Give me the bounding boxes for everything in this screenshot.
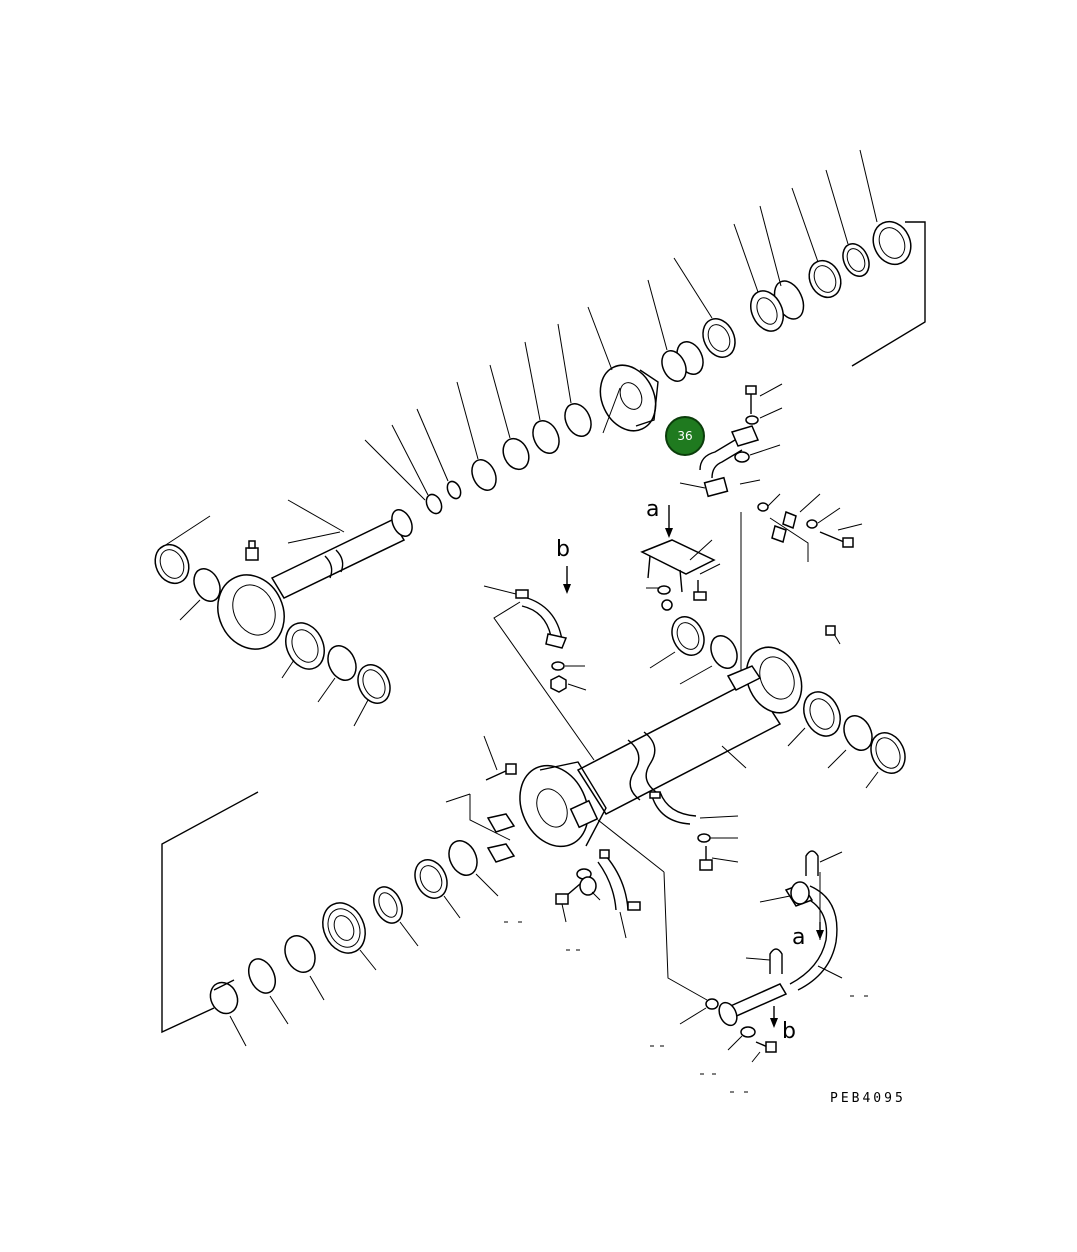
ring-part <box>247 958 277 994</box>
cylinder-head <box>519 761 708 1001</box>
bushing-part <box>285 622 325 670</box>
arrow-label-b: b <box>556 537 570 562</box>
callout-badge-36[interactable]: 36 <box>665 416 705 456</box>
small-ring-part <box>425 493 443 515</box>
bolt-part <box>483 735 517 781</box>
ring-part <box>843 715 873 751</box>
ring-part <box>750 290 784 332</box>
rod-end-parts <box>154 499 391 727</box>
nut-part <box>209 979 239 1015</box>
ring-part <box>702 318 736 358</box>
tube-pipe-assembly <box>679 383 863 674</box>
ring-part <box>448 840 478 876</box>
callout-number: 36 <box>677 429 692 443</box>
tube-bracket-a: a <box>640 497 721 611</box>
stray-marks <box>504 921 868 1093</box>
grease-fitting-part <box>245 540 259 561</box>
ring-part <box>872 220 912 266</box>
cylinder-tube <box>576 625 841 815</box>
bottom-eye-parts <box>649 616 906 789</box>
ring-part <box>532 420 560 454</box>
piston-part <box>322 902 366 954</box>
ring-part <box>564 403 592 437</box>
bolt-part <box>751 1041 777 1063</box>
bolt-part <box>745 383 783 425</box>
bushing-part <box>803 691 841 737</box>
snap-ring-part <box>471 459 497 491</box>
arrow-label-a-lower: a <box>792 925 805 950</box>
ring-part <box>710 635 738 669</box>
ring-part <box>502 437 530 471</box>
ring-part <box>193 568 221 602</box>
drawing-code: PEB4095 <box>830 1091 906 1106</box>
arrow-label-b-lower: b <box>782 1019 796 1044</box>
piston-rod <box>217 509 413 650</box>
seal-part <box>357 664 391 704</box>
ring-part <box>414 859 448 899</box>
ring-part <box>372 886 404 924</box>
head-clamp-parts <box>445 735 739 939</box>
clamp-band-b: b <box>483 537 595 761</box>
ring-part <box>808 259 842 299</box>
u-bolt-part <box>805 850 819 876</box>
bushing-part <box>661 341 704 382</box>
ring-part <box>842 243 870 277</box>
bolt-part <box>699 846 739 871</box>
upper-seal-row <box>364 149 912 515</box>
arrow-label-a: a <box>646 497 659 522</box>
clamp-part <box>771 510 797 543</box>
small-ring-part <box>446 480 462 500</box>
u-bolt-part <box>769 948 783 974</box>
seal-part <box>870 732 906 774</box>
ring-part <box>327 645 357 681</box>
lower-piston-row <box>161 791 499 1047</box>
seal-part <box>154 543 190 585</box>
ring-part <box>284 935 316 973</box>
seal-part <box>671 616 705 656</box>
upper-group-bracket <box>851 221 926 367</box>
leader-lines-upper <box>364 149 878 501</box>
bolt-part <box>555 883 581 923</box>
cylinder-head-flange <box>599 364 659 432</box>
lower-pipe-assembly: a b <box>679 850 843 1063</box>
bolt-part <box>819 523 863 548</box>
